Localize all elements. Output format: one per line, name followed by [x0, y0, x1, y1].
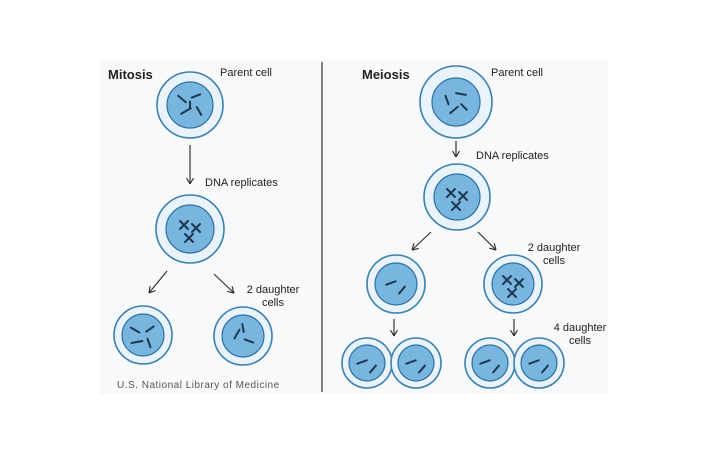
chromosome	[190, 93, 202, 99]
mitosis-daughter-cell-2-nucleus	[221, 314, 265, 358]
meiosis-arrow-right-head	[489, 243, 497, 251]
chromosome	[233, 328, 241, 340]
meiosis-final-cell-3-nucleus	[471, 344, 509, 382]
chromosome-pair	[446, 188, 456, 198]
chromosome	[177, 94, 187, 104]
mitosis-arrow-left-head	[148, 286, 156, 294]
chromosome	[405, 359, 417, 365]
meiosis-title: Meiosis	[362, 67, 410, 82]
meiosis-parent-cell-label: Parent cell	[491, 67, 543, 79]
mitosis-title: Mitosis	[108, 67, 153, 82]
chromosome	[449, 105, 459, 115]
chromosome	[180, 107, 192, 115]
mitosis-daughter-line1: 2 daughter	[246, 284, 300, 296]
chromosome-pair	[507, 288, 517, 298]
chromosome	[541, 364, 549, 374]
mitosis-arrow-right	[213, 273, 235, 294]
chromosome	[444, 94, 450, 106]
meiosis-arrow-down-left	[389, 319, 399, 337]
chromosome	[130, 340, 144, 344]
meiosis-4-daughter-line2: cells	[568, 335, 591, 347]
meiosis-arrow-left	[411, 231, 432, 251]
meiosis-first-division-cell-2-nucleus	[491, 262, 535, 306]
mitosis-arrow-replicate	[185, 145, 195, 185]
meiosis-2-daughter-line2: cells	[542, 255, 565, 267]
chromosome	[460, 103, 468, 111]
chromosome-pair	[514, 278, 524, 288]
meiosis-arrow-down-left-head	[389, 329, 399, 337]
meiosis-dna-replicates-label: DNA replicates	[476, 150, 549, 162]
meiosis-final-cell-2	[390, 337, 442, 389]
credit-text: U.S. National Library of Medicine	[117, 380, 280, 391]
chromosome	[492, 364, 500, 374]
meiosis-arrow-down-right-head	[509, 329, 519, 337]
meiosis-2-daughter-line1: 2 daughter	[527, 242, 581, 254]
chromosome	[398, 285, 406, 295]
chromosome	[243, 338, 255, 344]
meiosis-4-daughter-line1: 4 daughter	[553, 322, 607, 334]
mitosis-daughter-cell-1	[113, 305, 173, 365]
mitosis-arrow-replicate-head	[185, 177, 195, 185]
chromosome-pair	[184, 233, 194, 243]
chromosome	[241, 323, 245, 333]
chromosome-pair	[191, 223, 201, 233]
chromosome	[129, 326, 141, 334]
chromosome	[528, 359, 540, 365]
mitosis-daughter-line2: cells	[261, 297, 284, 309]
mitosis-arrow-left	[148, 270, 168, 294]
meiosis-final-cell-2-nucleus	[397, 344, 435, 382]
chromosome	[356, 359, 368, 365]
mitosis-daughter-cell-2	[213, 306, 273, 366]
meiosis-first-division-cell-1	[366, 254, 426, 314]
meiosis-arrow-replicate-head	[451, 150, 461, 158]
chromosome	[195, 106, 203, 116]
meiosis-parent-cell-nucleus	[431, 77, 481, 127]
meiosis-final-cell-3	[464, 337, 516, 389]
mitosis-parent-cell-label: Parent cell	[220, 67, 272, 79]
meiosis-final-cell-1	[341, 337, 393, 389]
chromosome	[479, 359, 491, 365]
chromosome	[145, 325, 155, 333]
chromosome-pair	[179, 220, 189, 230]
chromosome	[146, 337, 152, 349]
mitosis-replicated-cell-nucleus	[165, 204, 215, 254]
chromosome-pair	[458, 191, 468, 201]
mitosis-arrow-right-head	[227, 286, 235, 294]
chromosome-pair	[502, 275, 512, 285]
meiosis-arrow-left-head	[411, 243, 419, 251]
meiosis-4-daughter-cells-label: 4 daughter cells	[544, 322, 616, 348]
meiosis-first-division-cell-2	[483, 254, 543, 314]
chromosome	[385, 280, 397, 286]
chromosome-pair	[451, 201, 461, 211]
mitosis-dna-replicates-label: DNA replicates	[205, 177, 278, 189]
chromosome	[369, 364, 377, 374]
meiosis-final-cell-4-nucleus	[520, 344, 558, 382]
meiosis-arrow-down-right	[509, 319, 519, 337]
mitosis-daughter-cell-1-nucleus	[121, 313, 165, 357]
mitosis-daughter-cells-label: 2 daughter cells	[238, 284, 308, 310]
meiosis-final-cell-1-nucleus	[348, 344, 386, 382]
meiosis-final-cell-4	[513, 337, 565, 389]
meiosis-replicated-cell-nucleus	[433, 173, 481, 221]
chromosome	[455, 92, 467, 96]
mitosis-replicated-cell	[155, 194, 225, 264]
mitosis-parent-cell	[156, 71, 224, 139]
chromosome	[418, 364, 426, 374]
meiosis-arrow-right	[477, 231, 497, 251]
meiosis-parent-cell	[419, 65, 493, 139]
meiosis-replicated-cell	[423, 163, 491, 231]
meiosis-first-division-cell-1-nucleus	[374, 262, 418, 306]
meiosis-2-daughter-cells-label: 2 daughter cells	[519, 242, 589, 268]
meiosis-arrow-replicate	[451, 141, 461, 158]
